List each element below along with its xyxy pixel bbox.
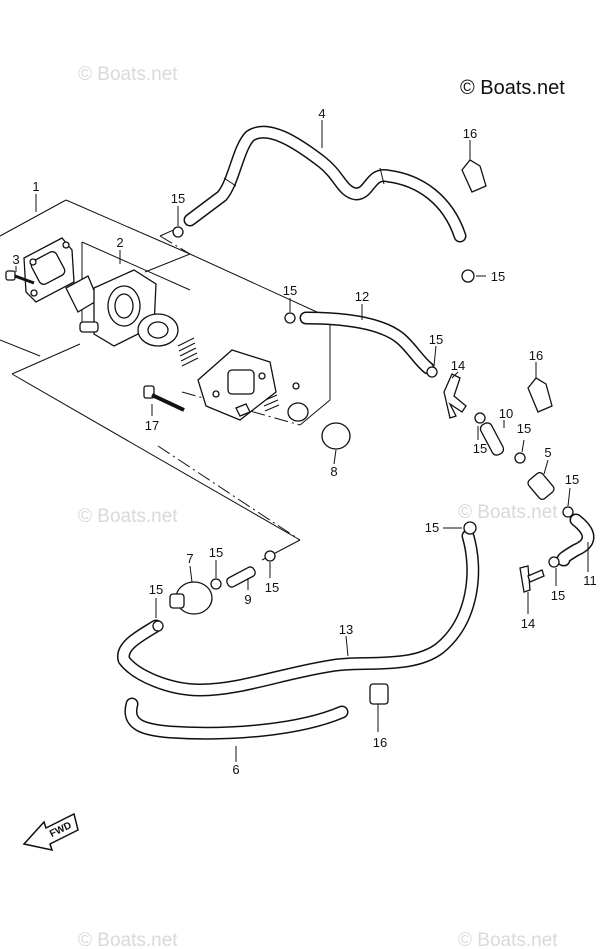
callout-15: 15: [149, 582, 163, 597]
assembly-outline: [0, 199, 331, 561]
callout-15: 15: [429, 332, 443, 347]
callout-3: 3: [12, 252, 19, 267]
o-ring-part: [321, 422, 351, 450]
callout-15: 15: [517, 421, 531, 436]
callout-12: 12: [355, 289, 369, 304]
gasket-plate-part: [23, 237, 75, 303]
diaphragm-part: [137, 313, 179, 347]
callout-9: 9: [244, 592, 251, 607]
callout-13: 13: [339, 622, 353, 637]
valve-part: [287, 382, 309, 422]
hose-10: [479, 422, 505, 456]
callout-labels: 1 2 3 4 5 6 7 8 9 10 11 12 13 14 14 15 1…: [12, 106, 596, 777]
hose-6: [124, 697, 349, 740]
leader-lines: [15, 120, 589, 762]
watermark: © Boats.net: [458, 502, 558, 523]
hose-11: [556, 513, 595, 567]
filter-cover-part: [197, 349, 277, 421]
callout-2: 2: [116, 235, 123, 250]
hose-clip-part: [369, 159, 553, 705]
t-joint-part: [443, 373, 545, 593]
inline-filter-part: [527, 472, 555, 500]
callout-5: 5: [544, 445, 551, 460]
callout-8: 8: [330, 464, 337, 479]
callout-15: 15: [565, 472, 579, 487]
callout-10: 10: [499, 406, 513, 421]
watermark: © Boats.net: [458, 930, 558, 949]
callout-16: 16: [373, 735, 387, 750]
hose-12: [299, 311, 435, 375]
callout-15: 15: [265, 580, 279, 595]
callout-6: 6: [232, 762, 239, 777]
callout-4: 4: [318, 106, 325, 121]
watermark: © Boats.net: [78, 64, 178, 85]
bolt-part: [143, 385, 185, 412]
screw-part: [5, 270, 35, 285]
callout-14: 14: [451, 358, 465, 373]
inline-filter-part: [169, 581, 213, 615]
callout-16: 16: [463, 126, 477, 141]
callout-1: 1: [32, 179, 39, 194]
hose-clamp-part: [152, 226, 574, 632]
fuel-filter-body-part: [65, 269, 157, 347]
callout-7: 7: [186, 551, 193, 566]
callout-15: 15: [171, 191, 185, 206]
watermark: © Boats.net: [78, 930, 178, 949]
callout-15: 15: [551, 588, 565, 603]
callout-15: 15: [473, 441, 487, 456]
callout-15: 15: [283, 283, 297, 298]
hose-13: [117, 529, 480, 697]
copyright-notice: © Boats.net: [460, 77, 565, 99]
callout-17: 17: [145, 418, 159, 433]
hose-9: [226, 566, 256, 588]
callout-11: 11: [583, 573, 597, 588]
callout-15: 15: [209, 545, 223, 560]
callout-15: 15: [491, 269, 505, 284]
hose-4: [183, 125, 467, 243]
callout-14: 14: [521, 616, 535, 631]
watermark: © Boats.net: [78, 506, 178, 527]
callout-15: 15: [425, 520, 439, 535]
forward-direction-arrow: FWD: [22, 812, 79, 852]
callout-16: 16: [529, 348, 543, 363]
